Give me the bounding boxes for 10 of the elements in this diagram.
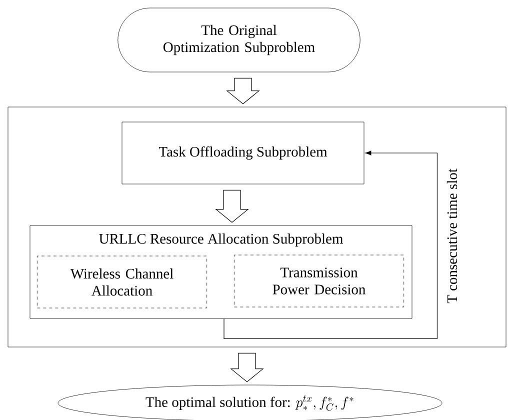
process-box: Task Offloading Subproblem	[122, 122, 364, 184]
subtask-box: Wireless Channel Allocation	[36, 256, 208, 308]
edge-label: T consecutive time slot	[446, 168, 458, 304]
subtask-box: Transmission Power Decision	[234, 254, 404, 308]
loop-arrow	[224, 150, 438, 339]
loop-frame	[8, 106, 506, 348]
block-arrow	[230, 352, 264, 382]
block-arrow	[226, 78, 260, 104]
block-arrow	[215, 190, 249, 223]
start-terminal: The Original Optimization Subproblem	[118, 8, 360, 72]
